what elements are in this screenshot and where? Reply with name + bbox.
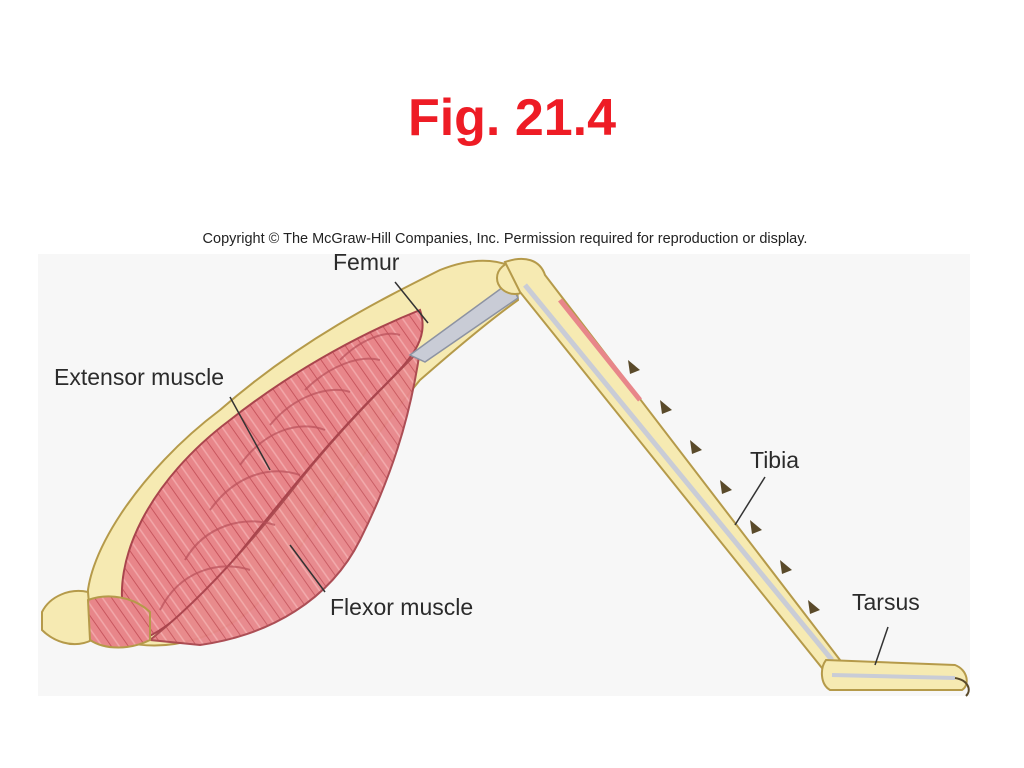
- label-tarsus: Tarsus: [852, 589, 920, 615]
- tibia-spines: [628, 360, 820, 614]
- copyright-notice: Copyright © The McGraw-Hill Companies, I…: [202, 231, 808, 247]
- extensor-leader-line: [229, 396, 271, 471]
- tarsal-claw: [954, 677, 970, 697]
- tibia-leader-line: [734, 476, 766, 526]
- label-femur: Femur: [333, 249, 400, 275]
- tibia-muscle: [558, 298, 642, 402]
- label-extensor-muscle: Extensor muscle: [54, 364, 225, 390]
- tarsus-leader-line: [874, 626, 889, 666]
- flexor-leader-line: [289, 544, 326, 593]
- tibia-tendon: [523, 283, 834, 662]
- label-tibia: Tibia: [750, 447, 799, 473]
- leader-lines: [229, 281, 889, 666]
- coxa: [41, 590, 94, 646]
- femur-apodeme: [408, 280, 519, 363]
- tarsus-tendon: [831, 673, 956, 680]
- label-flexor-muscle: Flexor muscle: [330, 594, 474, 620]
- muscle-segments: [159, 332, 401, 611]
- femur-leader-line: [394, 281, 429, 324]
- slide-title: Fig. 21.4: [407, 89, 617, 147]
- trochanter: [86, 595, 151, 649]
